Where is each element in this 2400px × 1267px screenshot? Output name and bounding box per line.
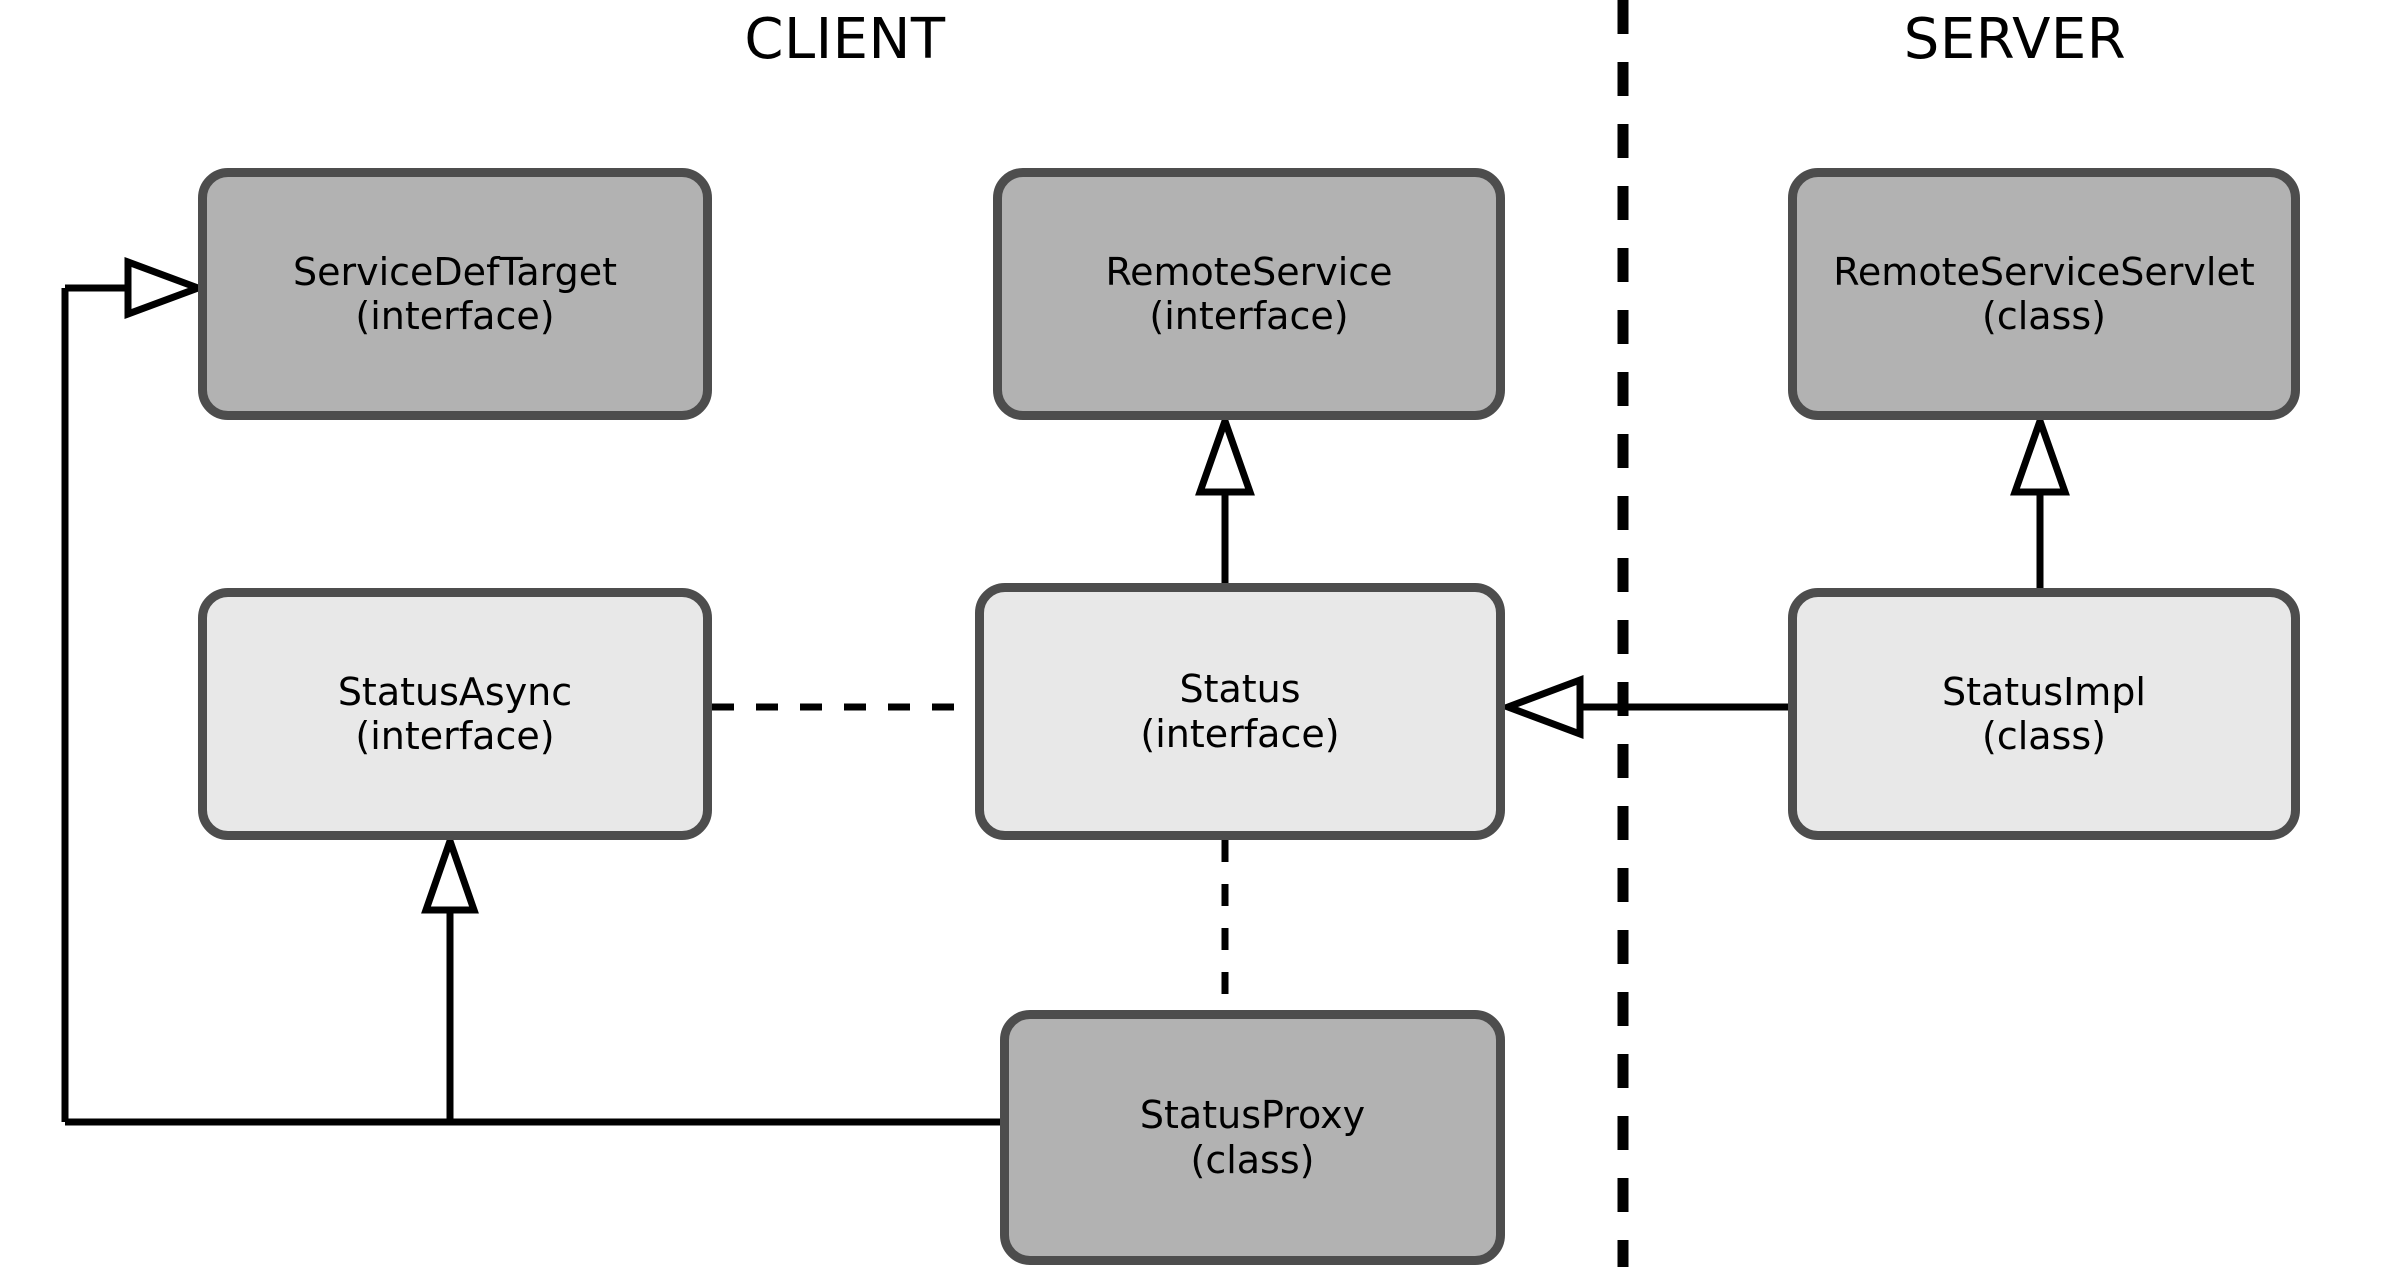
client-zone-label: CLIENT: [744, 7, 946, 72]
node-remoteserviceservlet-name: RemoteServiceServlet: [1833, 249, 2255, 294]
node-statusproxy[interactable]: StatusProxy (class): [1000, 1010, 1505, 1265]
edge-status-to-remoteservice: [1195, 410, 1255, 583]
node-remoteservice-kind: (interface): [1149, 294, 1349, 338]
node-statusimpl-kind: (class): [1982, 714, 2106, 758]
edge-statusproxy-to-statusasync: [421, 830, 1000, 1126]
node-remoteservice-name: RemoteService: [1105, 249, 1393, 294]
node-statusasync-kind: (interface): [355, 714, 555, 758]
node-status-name: Status: [1179, 667, 1301, 712]
node-status[interactable]: Status (interface): [975, 583, 1505, 840]
node-statusasync-name: StatusAsync: [337, 669, 573, 714]
node-statusimpl[interactable]: StatusImpl (class): [1788, 588, 2300, 840]
node-servicedeftarget[interactable]: ServiceDefTarget (interface): [198, 168, 712, 420]
node-statusimpl-name: StatusImpl: [1942, 669, 2146, 714]
node-statusproxy-kind: (class): [1190, 1137, 1315, 1182]
node-remoteservice[interactable]: RemoteService (interface): [993, 168, 1505, 420]
node-status-kind: (interface): [1140, 711, 1340, 756]
node-remoteserviceservlet[interactable]: RemoteServiceServlet (class): [1788, 168, 2300, 420]
node-statusasync[interactable]: StatusAsync (interface): [198, 588, 712, 840]
node-servicedeftarget-name: ServiceDefTarget: [292, 249, 618, 294]
edge-statusimpl-to-status: [1498, 674, 1788, 740]
server-zone-label: SERVER: [1903, 7, 2127, 72]
node-remoteserviceservlet-kind: (class): [1982, 294, 2106, 338]
edge-statusimpl-to-remoteserviceservlet: [2010, 410, 2070, 588]
node-statusproxy-name: StatusProxy: [1139, 1093, 1366, 1138]
node-servicedeftarget-kind: (interface): [355, 294, 555, 338]
